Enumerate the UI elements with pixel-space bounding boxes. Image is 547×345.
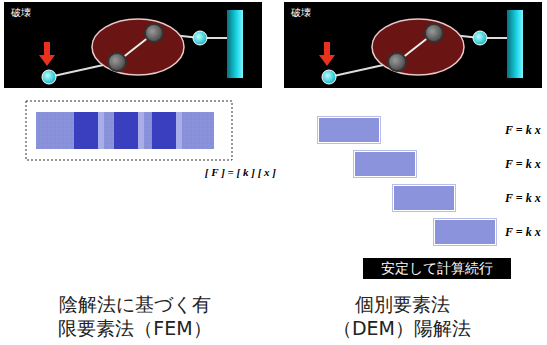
status-label: 安定して計算続行 xyxy=(363,258,511,279)
panel-title: 破壊 xyxy=(291,6,311,20)
element-block: F = k x xyxy=(318,117,380,143)
method-caption: 陰解法に基づく有 限要素法（FEM） xyxy=(35,292,235,340)
status-text: 安定して計算続行 xyxy=(369,258,505,278)
scene-panel: 破壊 xyxy=(284,2,542,88)
stiffness-matrix: [ F ] = [ k ] [ x ] xyxy=(26,101,232,160)
element-block: F = k x xyxy=(354,151,416,177)
scene-panel: 破壊 xyxy=(4,2,262,88)
matrix-equation: [ F ] = [ k ] [ x ] xyxy=(205,166,276,178)
element-equation: F = k x xyxy=(505,225,541,240)
element-block: F = k x xyxy=(393,185,455,211)
element-equation: F = k x xyxy=(505,123,541,138)
element-equation: F = k x xyxy=(505,157,541,172)
panel-title: 破壊 xyxy=(11,6,31,20)
element-block: F = k x xyxy=(434,219,496,245)
element-equation: F = k x xyxy=(505,191,541,206)
method-caption: 個別要素法 （DEM）陽解法 xyxy=(317,292,487,340)
